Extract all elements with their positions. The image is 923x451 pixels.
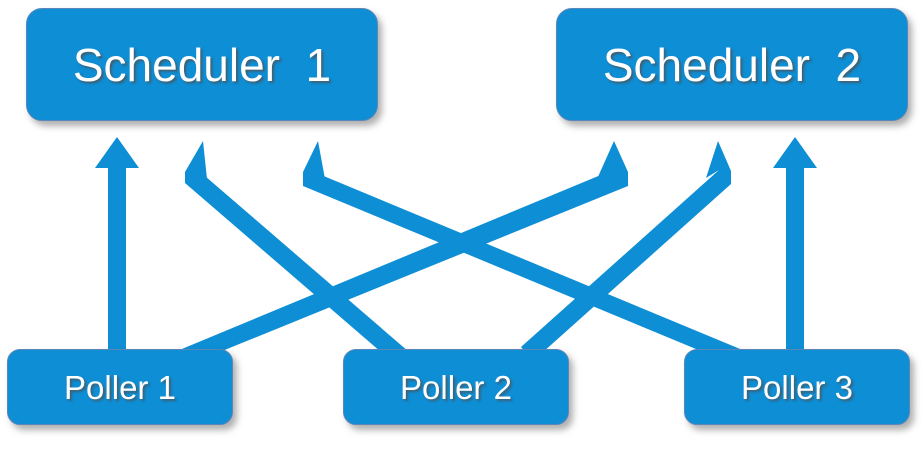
arrow-poller-2-to-scheduler-1 [185,141,416,371]
node-poller-3[interactable]: Poller 3 [684,349,910,425]
node-scheduler-2-label: Scheduler 2 [602,38,862,91]
arrow-poller-3-to-scheduler-2 [773,137,817,350]
node-scheduler-2[interactable]: Scheduler 2 [556,8,908,121]
node-poller-2-label: Poller 2 [400,368,512,406]
arrow-poller-2-to-scheduler-2 [521,141,731,361]
arrow-poller-1-to-scheduler-2 [165,141,628,371]
node-poller-1[interactable]: Poller 1 [7,349,233,425]
node-poller-3-label: Poller 3 [741,368,853,406]
arrow-poller-3-to-scheduler-1 [303,141,757,371]
node-poller-1-label: Poller 1 [64,368,176,406]
arrow-poller-1-to-scheduler-1 [95,137,139,350]
node-scheduler-1[interactable]: Scheduler 1 [26,8,378,121]
node-scheduler-1-label: Scheduler 1 [72,38,332,91]
node-poller-2[interactable]: Poller 2 [343,349,569,425]
